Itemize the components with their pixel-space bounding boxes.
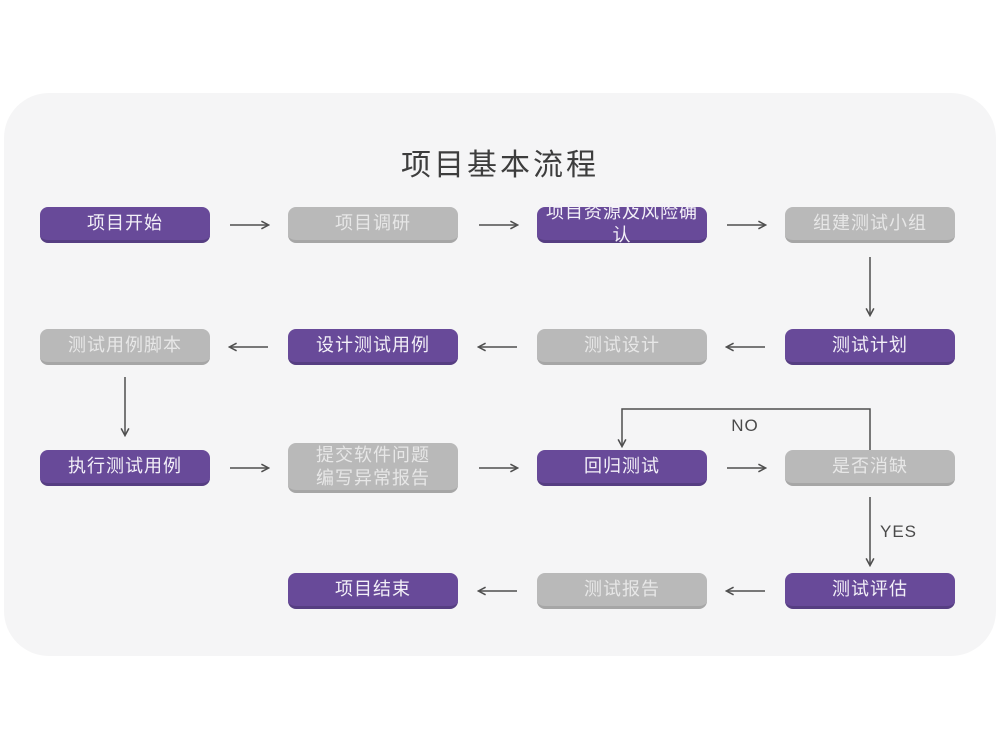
- edge-label-no: NO: [731, 416, 759, 435]
- edge-label-yes: YES: [880, 522, 918, 541]
- node-build-test-team: 组建测试小组: [785, 207, 955, 243]
- node-test-evaluation: 测试评估: [785, 573, 955, 609]
- node-test-report: 测试报告: [537, 573, 707, 609]
- node-test-plan: 测试计划: [785, 329, 955, 365]
- node-design-test-case: 设计测试用例: [288, 329, 458, 365]
- node-test-case-script: 测试用例脚本: [40, 329, 210, 365]
- diagram-title: 项目基本流程: [401, 149, 599, 182]
- arrow-no-loop: [617, 408, 871, 450]
- node-execute-test-case: 执行测试用例: [40, 450, 210, 486]
- flowchart-card: [4, 93, 996, 656]
- node-submit-issue-report: 提交软件问题 编写异常报告: [288, 443, 458, 493]
- node-regression-test: 回归测试: [537, 450, 707, 486]
- node-resources-and-risk: 项目资源及风险确认: [537, 202, 707, 245]
- node-project-end: 项目结束: [288, 573, 458, 609]
- node-defect-cleared: 是否消缺: [785, 450, 955, 486]
- node-project-research: 项目调研: [288, 207, 458, 243]
- node-project-start: 项目开始: [40, 207, 210, 243]
- node-test-design: 测试设计: [537, 329, 707, 365]
